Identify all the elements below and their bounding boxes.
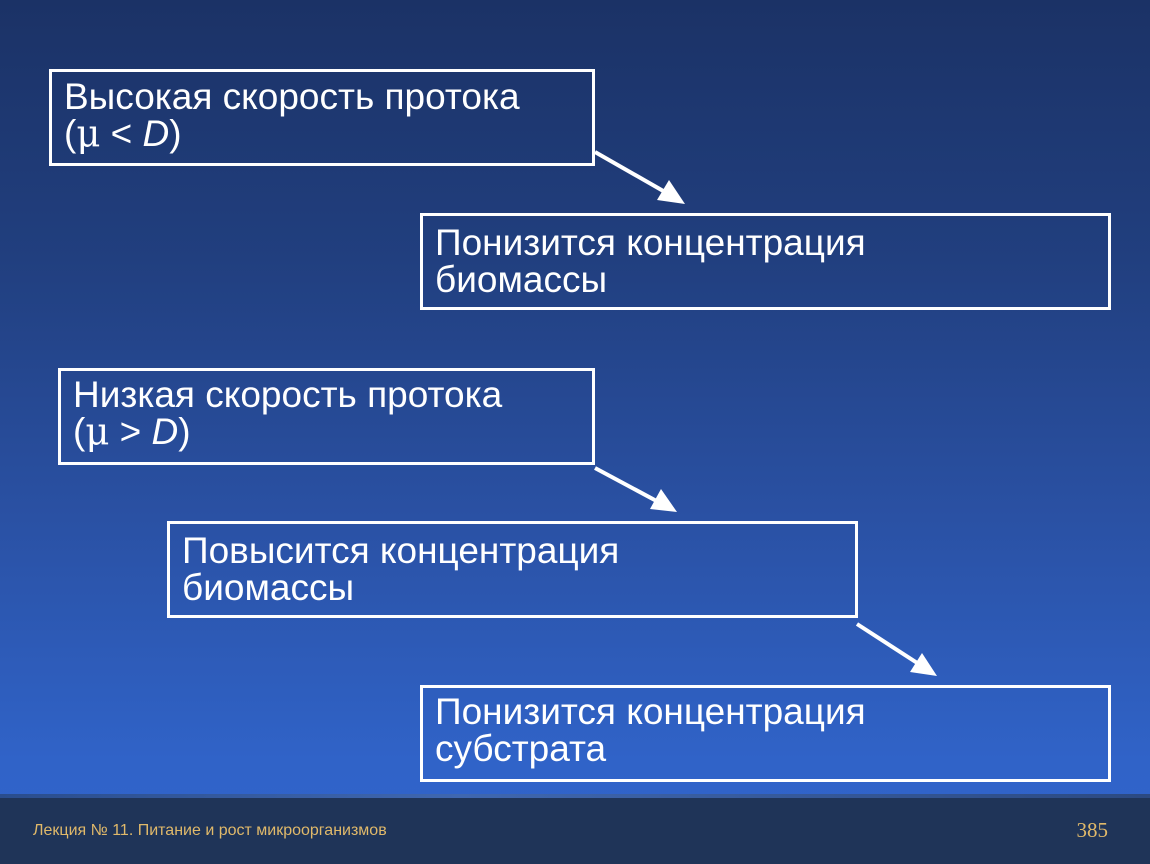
low-flow-condition: (μ > D)	[73, 410, 191, 453]
high-flow-box: Высокая скорость протока (μ < D)	[49, 69, 595, 166]
low-flow-box: Низкая скорость протока (μ > D)	[58, 368, 595, 465]
biomass-decrease-box: Понизится концентрация биомассы	[420, 213, 1111, 310]
page-number: 385	[1076, 818, 1109, 842]
lecture-title: Лекция № 11. Питание и рост микроорганиз…	[33, 822, 387, 839]
dilution-rate-symbol: D	[142, 113, 170, 154]
biomass-decrease-line2: биомассы	[435, 259, 608, 300]
biomass-increase-line2: биомассы	[182, 567, 355, 608]
mu-symbol: μ	[85, 410, 110, 453]
dilution-rate-symbol: D	[151, 411, 179, 452]
footer-bar	[0, 794, 1150, 864]
high-flow-condition: (μ < D)	[64, 112, 182, 155]
high-flow-label: Высокая скорость протока	[64, 76, 520, 117]
arrow-low-to-biomass	[594, 466, 665, 507]
low-flow-label: Низкая скорость протока	[73, 374, 503, 415]
arrow-biomass-to-substrate	[855, 622, 927, 670]
arrow-low-to-biomass-head	[650, 489, 677, 512]
arrow-high-to-biomass-head	[657, 180, 685, 204]
biomass-decrease-line1: Понизится концентрация	[435, 222, 866, 263]
substrate-decrease-line1: Понизится концентрация	[435, 691, 866, 732]
biomass-increase-box: Повысится концентрация биомассы	[167, 521, 858, 618]
substrate-decrease-box: Понизится концентрация субстрата	[420, 685, 1111, 782]
footer-divider	[0, 794, 1150, 798]
arrow-high-to-biomass	[594, 150, 673, 198]
arrow-biomass-to-substrate-head	[910, 653, 937, 676]
mu-symbol: μ	[76, 112, 101, 155]
substrate-decrease-line2: субстрата	[435, 728, 607, 769]
biomass-increase-line1: Повысится концентрация	[182, 530, 620, 571]
